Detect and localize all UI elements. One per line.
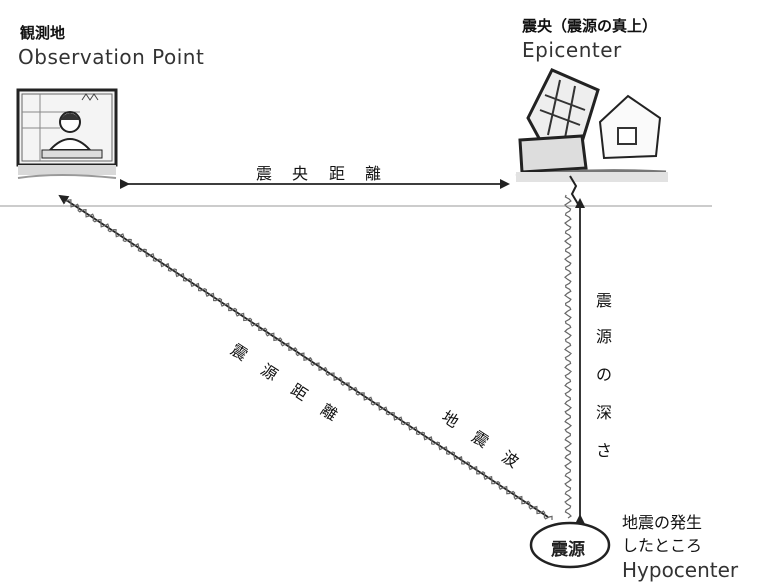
epicentral-distance-char: 震 [256,164,273,183]
focal-depth-char: さ [596,441,613,460]
observation-point-en-label: Observation Point [18,45,205,69]
hypocenter-en-label: Hypocenter [622,558,739,582]
epicenter-en-label: Epicenter [522,38,622,62]
epicenter-jp-label: 震央（震源の真上） [522,17,658,35]
epicentral-distance-char: 央 [292,164,309,183]
epicentral-distance-char: 距 [329,164,346,183]
seismic-wave-line-diagonal [64,199,553,520]
hypocenter-ellipse [529,521,611,569]
hypocenter-jp-line2: したところ [622,536,703,555]
hypocenter-ellipse-label: 震源 [551,540,585,560]
focal-depth-char: 深 [596,403,613,422]
epicentral-distance-char: 離 [365,164,382,183]
observation-point-jp-label: 観測地 [20,24,66,42]
seismic-wave-line-vertical [564,194,572,519]
focal-depth-char: の [596,365,613,384]
focal-depth-char: 源 [596,327,613,346]
collapsed-buildings-illustration [515,68,668,205]
focal-depth-char: 震 [596,291,613,310]
hypocenter-jp-line1: 地震の発生 [622,513,703,532]
observation-house-illustration [16,88,118,179]
